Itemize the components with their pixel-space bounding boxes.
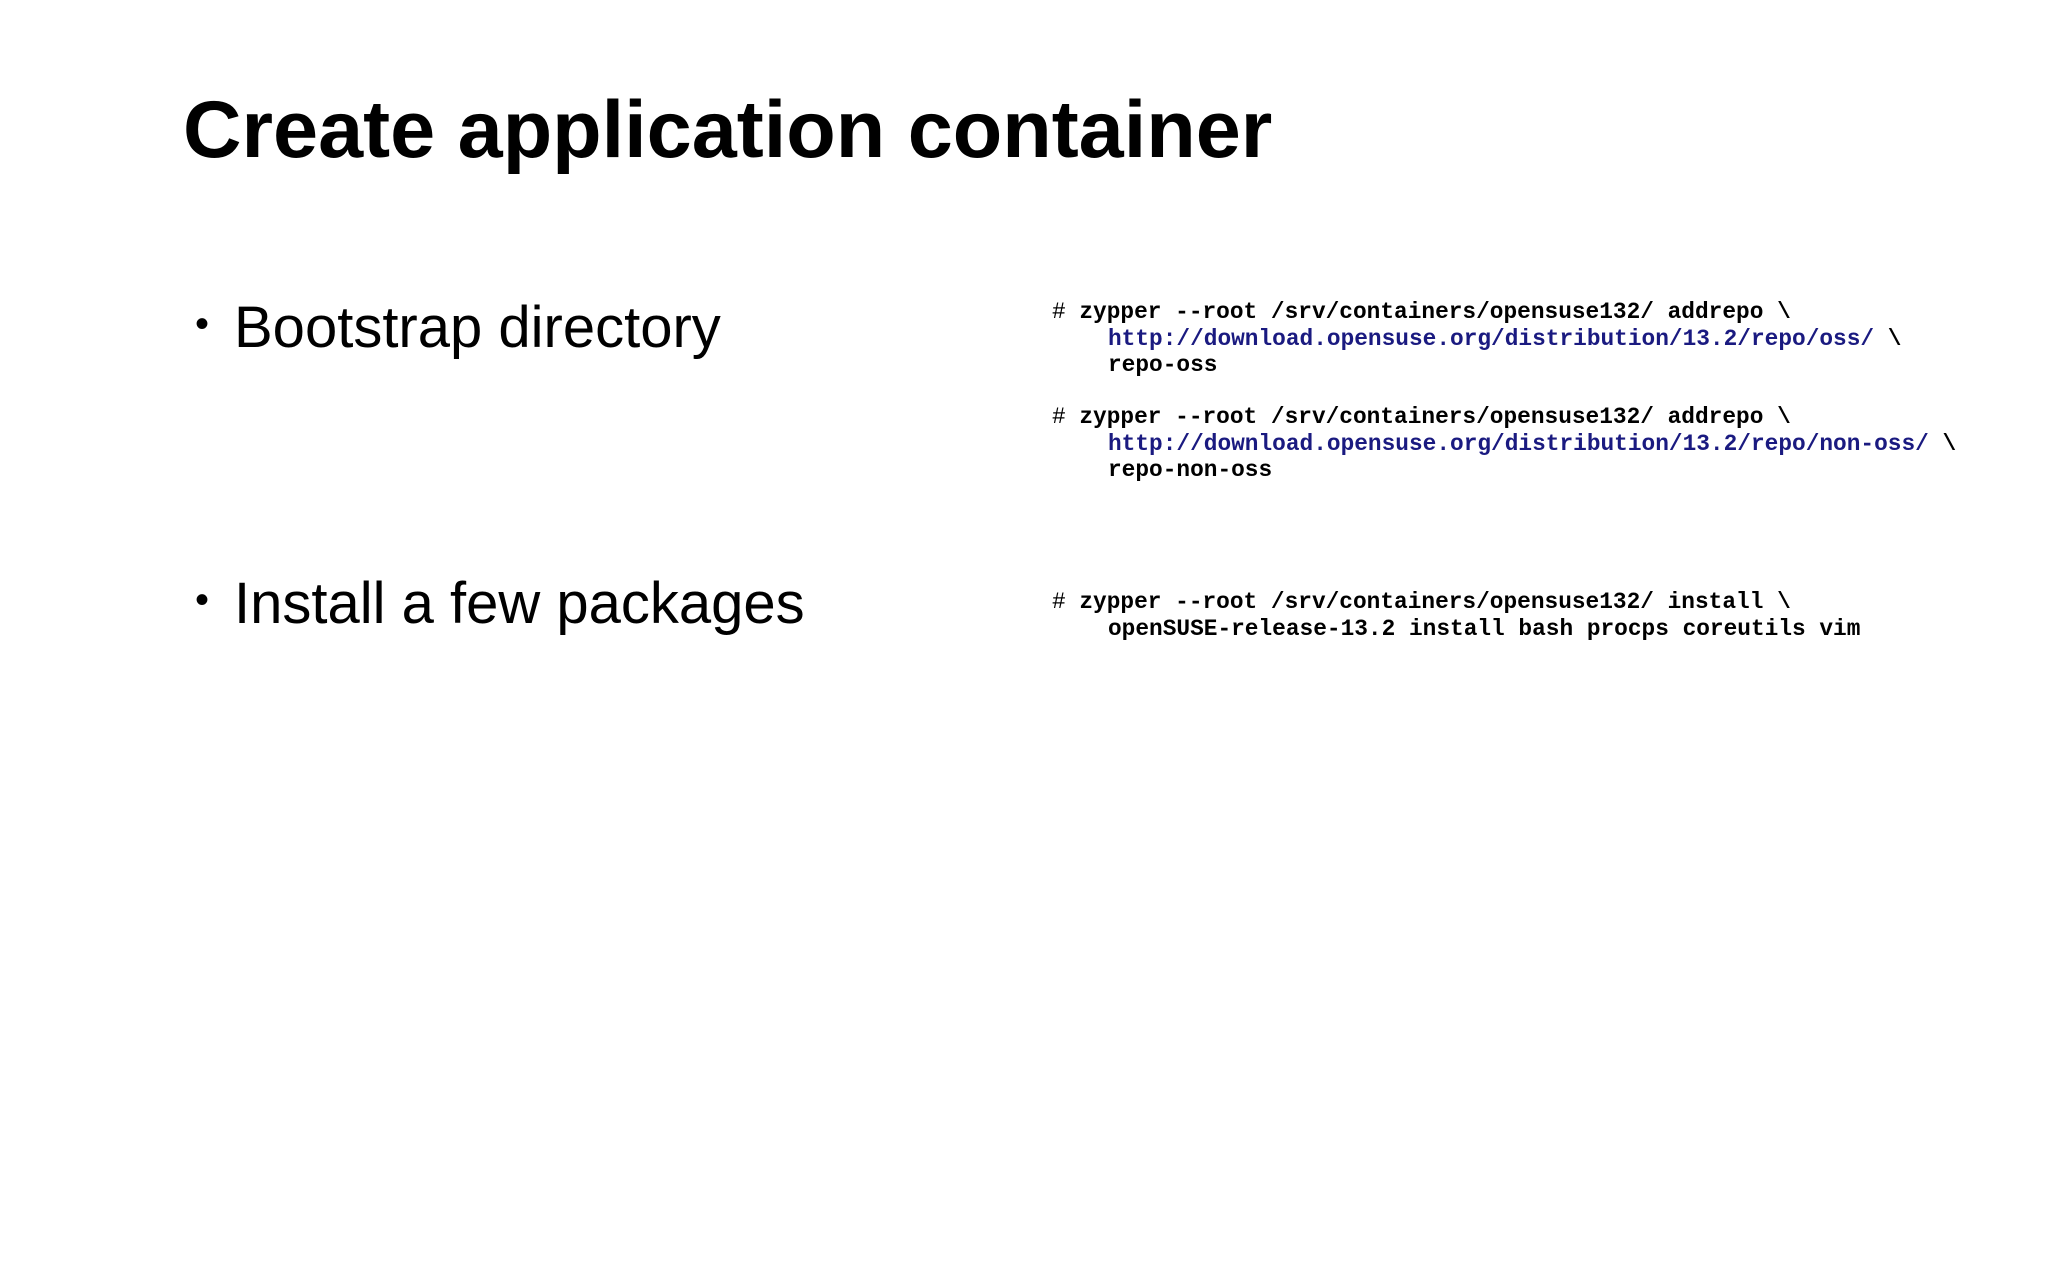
code-continuation: \ bbox=[1874, 325, 1902, 352]
code-line: # zypper --root /srv/containers/opensuse… bbox=[1052, 299, 1901, 326]
code-command: zypper --root /srv/containers/opensuse13… bbox=[1079, 299, 1791, 325]
code-prompt: # bbox=[1052, 299, 1066, 325]
bullet-dot-icon: • bbox=[195, 578, 210, 622]
code-block-install: # zypper --root /srv/containers/opensuse… bbox=[1052, 589, 1860, 642]
code-prompt: # bbox=[1052, 404, 1066, 430]
code-command: zypper --root /srv/containers/opensuse13… bbox=[1079, 404, 1791, 430]
code-repo-alias: repo-non-oss bbox=[1108, 457, 1273, 483]
code-line: http://download.opensuse.org/distributio… bbox=[1052, 326, 1901, 353]
bullet-install-packages: • Install a few packages bbox=[195, 566, 805, 638]
code-line: openSUSE-release-13.2 install bash procp… bbox=[1052, 616, 1860, 643]
code-package-list: openSUSE-release-13.2 install bash procp… bbox=[1108, 615, 1861, 642]
repo-url-link[interactable]: http://download.opensuse.org/distributio… bbox=[1108, 325, 1875, 352]
bullet-text: Bootstrap directory bbox=[234, 295, 721, 360]
code-command: zypper --root /srv/containers/opensuse13… bbox=[1079, 589, 1791, 615]
code-line: repo-oss bbox=[1052, 352, 1901, 379]
bullet-text: Install a few packages bbox=[234, 571, 805, 636]
code-line: http://download.opensuse.org/distributio… bbox=[1052, 431, 1956, 458]
code-block-addrepo-non-oss: # zypper --root /srv/containers/opensuse… bbox=[1052, 404, 1956, 484]
slide-title: Create application container bbox=[183, 85, 1273, 175]
bullet-dot-icon: • bbox=[195, 302, 210, 346]
code-line: # zypper --root /srv/containers/opensuse… bbox=[1052, 589, 1860, 616]
code-continuation: \ bbox=[1928, 430, 1957, 457]
code-block-addrepo-oss: # zypper --root /srv/containers/opensuse… bbox=[1052, 299, 1901, 379]
code-prompt: # bbox=[1052, 589, 1066, 615]
bullet-bootstrap-directory: • Bootstrap directory bbox=[195, 290, 721, 362]
code-repo-alias: repo-oss bbox=[1108, 352, 1218, 378]
repo-url-link[interactable]: http://download.opensuse.org/distributio… bbox=[1108, 430, 1929, 457]
code-line: repo-non-oss bbox=[1052, 457, 1956, 484]
code-line: # zypper --root /srv/containers/opensuse… bbox=[1052, 404, 1956, 431]
